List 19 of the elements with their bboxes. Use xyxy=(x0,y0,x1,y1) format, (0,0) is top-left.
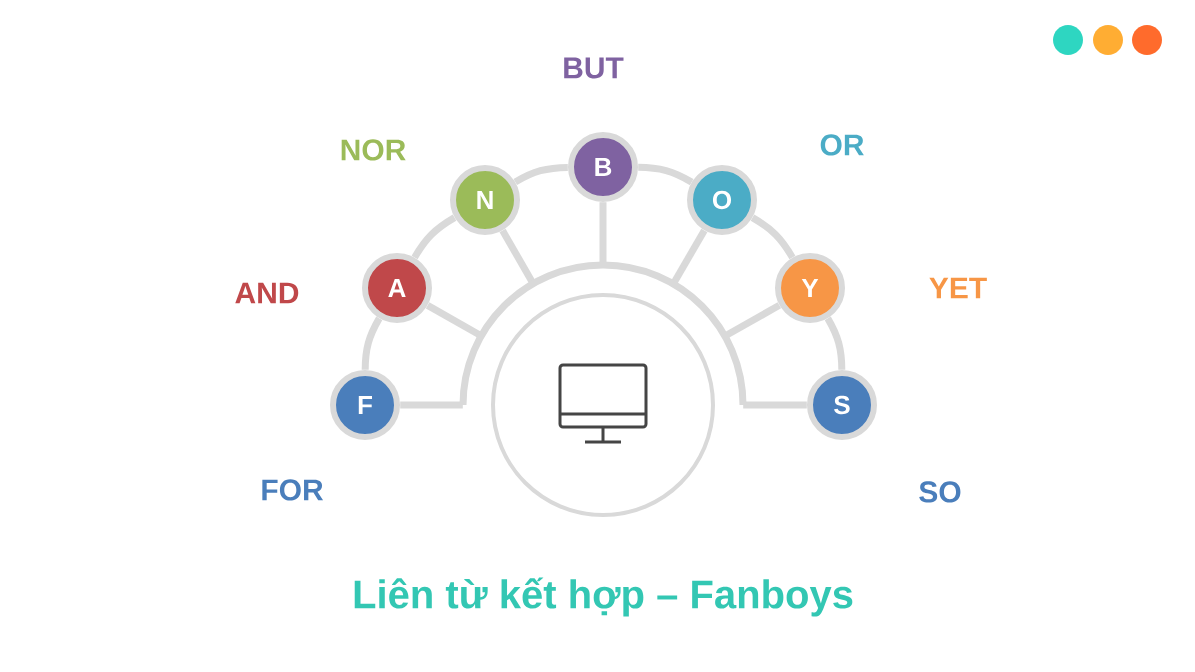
connector-line xyxy=(411,214,457,260)
word-label: BUT xyxy=(564,57,624,79)
word-label: FOR xyxy=(262,479,324,501)
connector-line xyxy=(824,316,846,370)
title: Liên từ kết hợp – Fanboys xyxy=(354,577,853,617)
connector-line xyxy=(750,214,796,260)
connector-line xyxy=(599,202,607,265)
connector-line xyxy=(361,316,383,370)
connector-line xyxy=(425,302,483,339)
connector-line xyxy=(400,401,463,409)
connector-line xyxy=(638,163,694,186)
word-label: NOR xyxy=(341,139,406,161)
word-label: YET xyxy=(929,277,987,299)
connector-line xyxy=(743,401,807,409)
word-label: AND xyxy=(235,282,299,304)
word-label: SO xyxy=(919,481,961,503)
connector-line xyxy=(513,163,568,186)
word-label: OR xyxy=(820,134,864,156)
connector-line xyxy=(723,302,782,340)
